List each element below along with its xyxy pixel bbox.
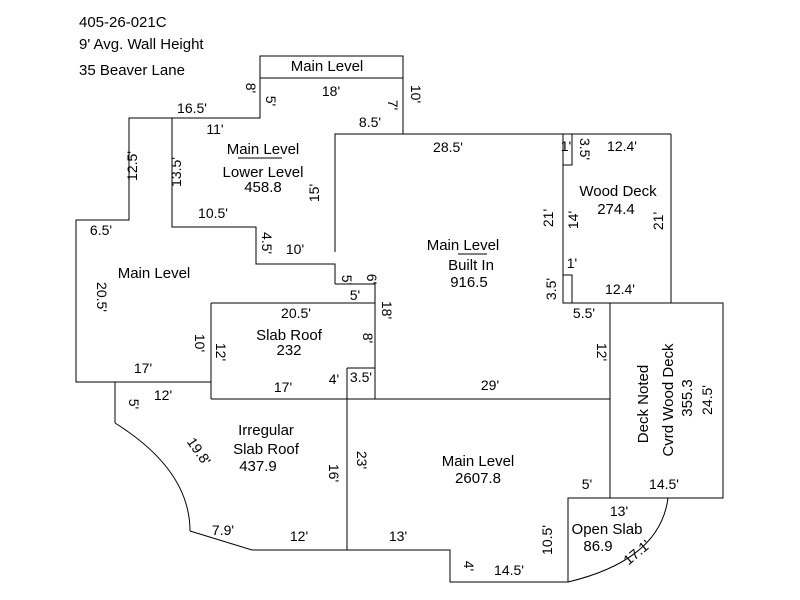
dim-3-5a: 3.5' bbox=[577, 138, 593, 160]
dim-18-top: 18' bbox=[322, 83, 340, 99]
label-main-lower-2: Lower Level bbox=[223, 164, 304, 181]
dim-deck-noted: 24.5' bbox=[699, 385, 715, 415]
dim-4-5: 4.5' bbox=[259, 232, 275, 254]
dim-21b: 21' bbox=[650, 212, 666, 230]
wall-irregular-bottom bbox=[189, 530, 347, 551]
dim-3-5b: 3.5' bbox=[543, 278, 559, 300]
area-main-lower: 458.8 bbox=[244, 179, 282, 196]
dim-10b: 10' bbox=[286, 241, 304, 257]
wall-slab-roof bbox=[211, 302, 376, 399]
dim-8-5: 8.5' bbox=[359, 114, 381, 130]
dim-5d: 5' bbox=[126, 399, 142, 409]
dim-21a: 21' bbox=[540, 209, 556, 227]
dim-12a: 12' bbox=[213, 343, 229, 361]
wall-deck-noted bbox=[609, 302, 724, 499]
dim-20-5a: 20.5' bbox=[94, 282, 110, 312]
label-main-big: Main Level bbox=[442, 453, 515, 470]
wall-top-box bbox=[259, 55, 404, 134]
dim-10-5: 10.5' bbox=[198, 205, 228, 221]
dim-10-5b: 10.5' bbox=[539, 525, 555, 555]
dim-13-5: 13.5' bbox=[168, 157, 184, 187]
dim-12c: 12' bbox=[154, 387, 172, 403]
dim-5c: 5' bbox=[350, 287, 360, 303]
label-main-lower-1: Main Level bbox=[227, 141, 300, 158]
dim-7-top: 7' bbox=[385, 100, 401, 110]
dim-10-top: 10' bbox=[408, 85, 424, 103]
sketch-lines bbox=[75, 55, 724, 583]
dim-8-top: 8' bbox=[243, 83, 259, 93]
dim-1b: 1' bbox=[567, 255, 577, 271]
dim-29: 29' bbox=[481, 377, 499, 393]
dim-6: 6' bbox=[364, 274, 380, 284]
area-deck-noted: 355.3 bbox=[679, 379, 696, 417]
area-open-slab: 86.9 bbox=[583, 538, 612, 555]
dim-1a: 1' bbox=[561, 138, 571, 154]
dim-10c: 10' bbox=[192, 334, 208, 352]
dim-4b: 4' bbox=[461, 561, 477, 571]
dim-17a: 17' bbox=[134, 360, 152, 376]
label-irregular-2: Slab Roof bbox=[233, 441, 300, 458]
dim-13b: 13' bbox=[389, 528, 407, 544]
dim-19-8: 19.8' bbox=[184, 434, 214, 468]
area-main-big: 2607.8 bbox=[455, 470, 501, 487]
label-built-in-1: Main Level bbox=[427, 237, 500, 254]
dim-17b: 17' bbox=[274, 379, 292, 395]
notch-bottom bbox=[563, 274, 573, 303]
dim-11: 11' bbox=[206, 121, 223, 137]
label-deck-noted-1: Deck Noted bbox=[635, 365, 652, 443]
dim-28-5: 28.5' bbox=[433, 139, 463, 155]
dim-5e: 5' bbox=[582, 476, 592, 492]
area-labels: Main Level Main Level Lower Level 458.8 … bbox=[118, 58, 715, 555]
dim-3-5c: 3.5' bbox=[350, 369, 372, 385]
dim-6-5: 6.5' bbox=[90, 222, 112, 238]
dim-5-top: 5' bbox=[263, 96, 279, 106]
label-built-in-2: Built In bbox=[448, 257, 494, 274]
dim-15: 15' bbox=[306, 184, 322, 202]
dim-12-5: 12.5' bbox=[124, 151, 140, 181]
dim-12b: 12' bbox=[594, 343, 610, 361]
dim-12d: 12' bbox=[290, 528, 308, 544]
wall-open-slab-arc bbox=[567, 497, 669, 583]
dim-13a: 13' bbox=[610, 503, 628, 519]
dim-4a: 4' bbox=[329, 371, 339, 387]
dim-7-9: 7.9' bbox=[212, 522, 234, 538]
label-main-left: Main Level bbox=[118, 265, 191, 282]
dim-5-5: 5.5' bbox=[573, 305, 595, 321]
dim-12-4b: 12.4' bbox=[605, 281, 635, 297]
wall-irregular-arc bbox=[114, 422, 191, 532]
label-irregular-1: Irregular bbox=[238, 422, 294, 439]
area-built-in: 916.5 bbox=[450, 274, 488, 291]
address: 35 Beaver Lane bbox=[79, 62, 185, 79]
label-main-top: Main Level bbox=[291, 58, 364, 75]
dim-18b: 18' bbox=[379, 301, 395, 319]
area-irregular: 437.9 bbox=[239, 458, 277, 475]
label-wood-deck: Wood Deck bbox=[579, 183, 657, 200]
area-slab-roof: 232 bbox=[276, 342, 301, 359]
label-slab-roof: Slab Roof bbox=[256, 327, 323, 344]
notch-top bbox=[563, 133, 573, 166]
dim-14: 14' bbox=[565, 211, 581, 229]
dim-20-5b: 20.5' bbox=[281, 305, 311, 321]
dim-8b: 8' bbox=[360, 333, 376, 343]
dim-14-5b: 14.5' bbox=[494, 562, 524, 578]
dim-12-4a: 12.4' bbox=[607, 138, 637, 154]
dim-23: 23' bbox=[354, 451, 370, 469]
dim-14-5a: 14.5' bbox=[649, 476, 679, 492]
wall-upper-left bbox=[75, 98, 261, 383]
dimension-labels: 18' 10' 8' 5' 7' 16.5' 11' 8.5' 28.5' 12… bbox=[90, 83, 679, 578]
label-deck-noted-2: Cvrd Wood Deck bbox=[660, 343, 677, 457]
label-open-slab: Open Slab bbox=[572, 521, 643, 538]
parcel-id: 405-26-021C bbox=[79, 14, 167, 31]
wall-step bbox=[335, 283, 376, 303]
area-wood-deck: 274.4 bbox=[597, 201, 635, 218]
dim-5b: 5' bbox=[339, 275, 355, 285]
dim-16-5: 16.5' bbox=[177, 100, 207, 116]
wall-height-note: 9' Avg. Wall Height bbox=[79, 36, 204, 53]
dim-16: 16' bbox=[326, 464, 342, 482]
wall-lower-level bbox=[171, 118, 336, 284]
